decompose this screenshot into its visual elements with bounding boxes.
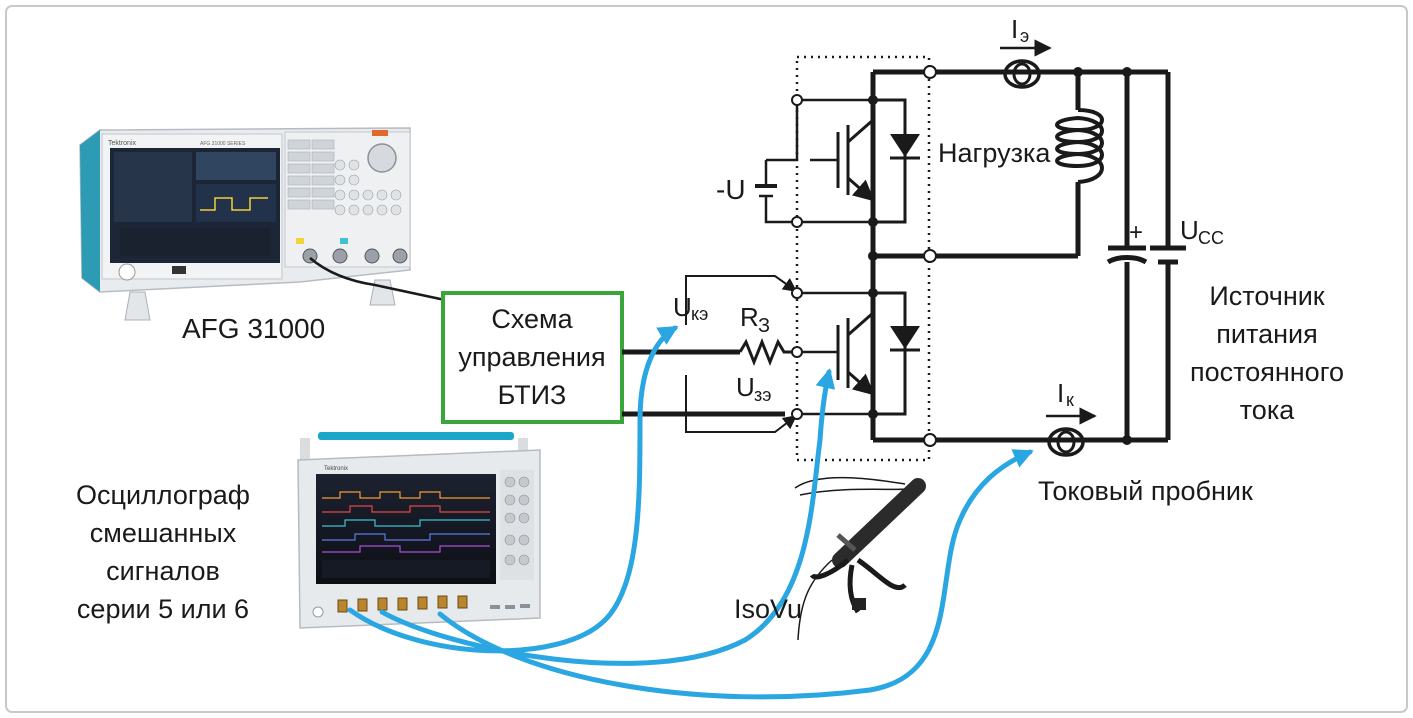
ucc-label: U CC <box>1180 215 1224 248</box>
ie-main: I <box>1011 14 1018 44</box>
ik-main: I <box>1057 378 1064 408</box>
uge-main: U <box>736 372 755 402</box>
afg-cable <box>309 257 446 302</box>
afg-generator-image: Tektronix AFG 31000 SERIES <box>79 127 411 321</box>
afg-model-text: AFG 31000 SERIES <box>200 141 246 147</box>
osc-label-line2: смешанных <box>90 518 237 548</box>
ucc-main: U <box>1180 215 1199 245</box>
ucc-sub: CC <box>1198 228 1224 248</box>
osc-label-line1: Осциллограф <box>76 480 250 510</box>
ie-label: I э <box>1011 14 1029 46</box>
source-label-line4: тока <box>1240 395 1295 425</box>
isovu-probe-image <box>794 476 926 641</box>
load-label: Нагрузка <box>938 138 1051 168</box>
uce-main: U <box>673 292 692 322</box>
afg-label: AFG 31000 <box>182 313 325 344</box>
uce-label: U кэ <box>673 292 708 324</box>
afg-brand-text: Tektronix <box>108 140 137 147</box>
uce-sub: кэ <box>691 304 708 324</box>
isovu-label: IsoVu <box>734 594 802 624</box>
minus-u-label: -U <box>716 174 746 205</box>
uge-sub: зэ <box>754 385 771 405</box>
osc-label-line4: серии 5 или 6 <box>77 594 249 624</box>
osc-brand-text: Tektronix <box>324 466 348 472</box>
control-label-line2: управления <box>458 342 605 372</box>
osc-label-line3: сигналов <box>106 556 220 586</box>
probe-leads <box>347 325 1034 700</box>
circuit-wiring <box>622 39 1186 462</box>
control-label-line3: БТИЗ <box>498 380 567 410</box>
source-label-line1: Источник <box>1209 281 1324 311</box>
oscilloscope-image: Tektronix <box>297 432 541 629</box>
current-probe-label: Токовый пробник <box>1038 476 1253 506</box>
control-circuit-box <box>441 291 624 424</box>
ik-label: I к <box>1057 378 1074 410</box>
ie-sub: э <box>1020 26 1029 46</box>
rg-sub: З <box>758 315 770 337</box>
control-label-line1: Схема <box>491 304 573 334</box>
rg-label: R З <box>740 302 770 337</box>
ik-sub: к <box>1066 390 1074 410</box>
uge-label: U зэ <box>736 372 771 405</box>
plus-label: + <box>1129 219 1143 246</box>
source-label-line3: постоянного <box>1190 357 1344 387</box>
source-label-line2: питания <box>1216 319 1317 349</box>
rg-main: R <box>740 302 759 332</box>
